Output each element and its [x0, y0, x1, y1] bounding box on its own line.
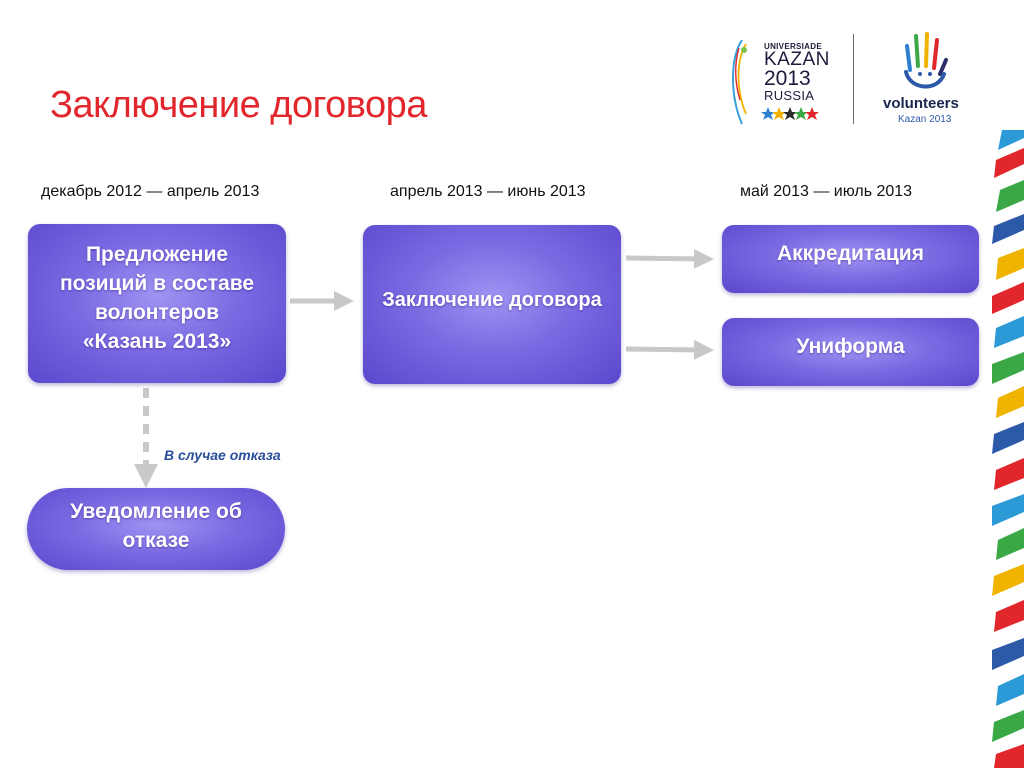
universiade-stars: [761, 107, 819, 120]
page-title: Заключение договора: [50, 84, 427, 126]
period-label-1: декабрь 2012 — апрель 2013: [41, 183, 260, 200]
node-uniform-label: Униформа: [796, 335, 905, 358]
universiade-year: 2013: [764, 67, 811, 90]
node-refusal-line-1: Уведомление об: [70, 500, 242, 523]
arrow-contract-to-uniform: [625, 339, 714, 360]
period-label-2: апрель 2013 — июнь 2013: [390, 183, 586, 200]
node-proposal-line-2: позиций в составе: [59, 272, 255, 295]
universiade-label: UNIVERSIADE: [764, 42, 822, 51]
node-contract: Заключение договора: [363, 225, 621, 384]
node-contract-label: Заключение договора: [382, 289, 602, 311]
volunteers-subtitle: Kazan 2013: [898, 114, 952, 125]
logo-divider: [853, 34, 854, 124]
node-accreditation: Аккредитация: [722, 225, 979, 293]
node-uniform: Униформа: [722, 318, 979, 386]
decorative-stripes: [992, 130, 1024, 768]
node-proposal: Предложение позиций в составе волонтеров…: [28, 224, 286, 383]
node-accreditation-label: Аккредитация: [777, 242, 924, 265]
edge-label-refusal: В случае отказа: [164, 447, 281, 463]
node-refusal-line-2: отказе: [122, 529, 190, 552]
volunteers-hand-icon: [904, 32, 948, 89]
universiade-logo: [732, 39, 819, 125]
arrow-contract-to-accreditation: [625, 248, 714, 269]
universiade-country: RUSSIA: [764, 88, 815, 103]
universiade-city: KAZAN: [764, 49, 830, 70]
node-proposal-line-1: Предложение: [85, 243, 229, 266]
node-refusal-notice: Уведомление об отказе: [27, 488, 285, 570]
node-proposal-line-3: волонтеров: [94, 301, 220, 324]
volunteers-wordmark: volunteers: [883, 95, 959, 112]
node-proposal-line-4: «Казань 2013»: [82, 330, 232, 353]
period-label-3: май 2013 — июль 2013: [740, 183, 913, 200]
